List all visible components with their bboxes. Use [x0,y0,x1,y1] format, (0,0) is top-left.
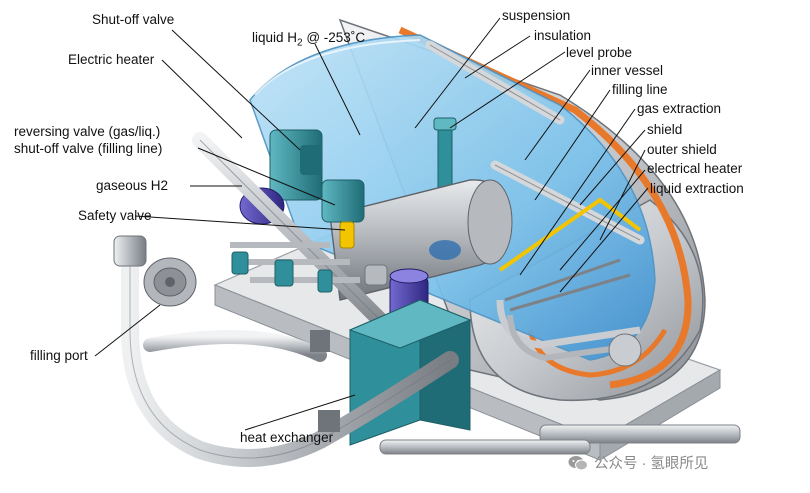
label-heat-exchanger: heat exchanger [240,430,334,445]
label-suspension: suspension [502,8,571,23]
label-gaseous-h2: gaseous H2 [96,178,169,193]
watermark-text: 公众号 · 氢眼所见 [594,456,709,472]
label-insulation: insulation [534,28,592,43]
filling-port [113,235,197,307]
label-electric-heater: Electric heater [68,52,155,67]
heat-exchanger-block [348,299,472,446]
left-pipework [192,132,403,343]
label-filling-port: filling port [30,348,88,363]
insulation-layer [398,26,692,389]
right-pipework [496,299,642,367]
label-electrical-heater: electrical heater [647,161,743,176]
liquid-h2-prefix: liquid H [252,30,298,45]
liquid-h2-subscript: 2 [297,37,303,49]
reversing-valve-block [269,129,365,223]
label-shield: shield [647,122,683,137]
filling-pipe [121,241,459,467]
label-gas-extraction: gas extraction [637,101,722,116]
label-level-probe: level probe [566,45,633,60]
leader-lines [94,17,649,431]
watermark: 公众号 · 氢眼所见 [568,452,708,473]
label-shutoff-valve: Shut-off valve [92,12,175,27]
label-safety-valve: Safety valve [78,208,152,223]
label-filling-line: filling line [612,82,668,97]
safety-valve-part [339,221,355,249]
label-reversing-valve: reversing valve (gas/liq.) [14,124,161,139]
liquid-h2-suffix: @ -253˚C [302,30,366,45]
label-outer-shield: outer shield [647,142,717,157]
label-liquid-extraction: liquid extraction [650,181,744,196]
label-inner-vessel: inner vessel [591,63,664,78]
wechat-icon [568,455,588,470]
internal-lines [498,197,642,312]
label-shutoff-filling: shut-off valve (filling line) [14,141,163,156]
label-liquid-h2: liquid H2 @ -253˚C [252,30,365,52]
suspension-rods [425,40,645,245]
